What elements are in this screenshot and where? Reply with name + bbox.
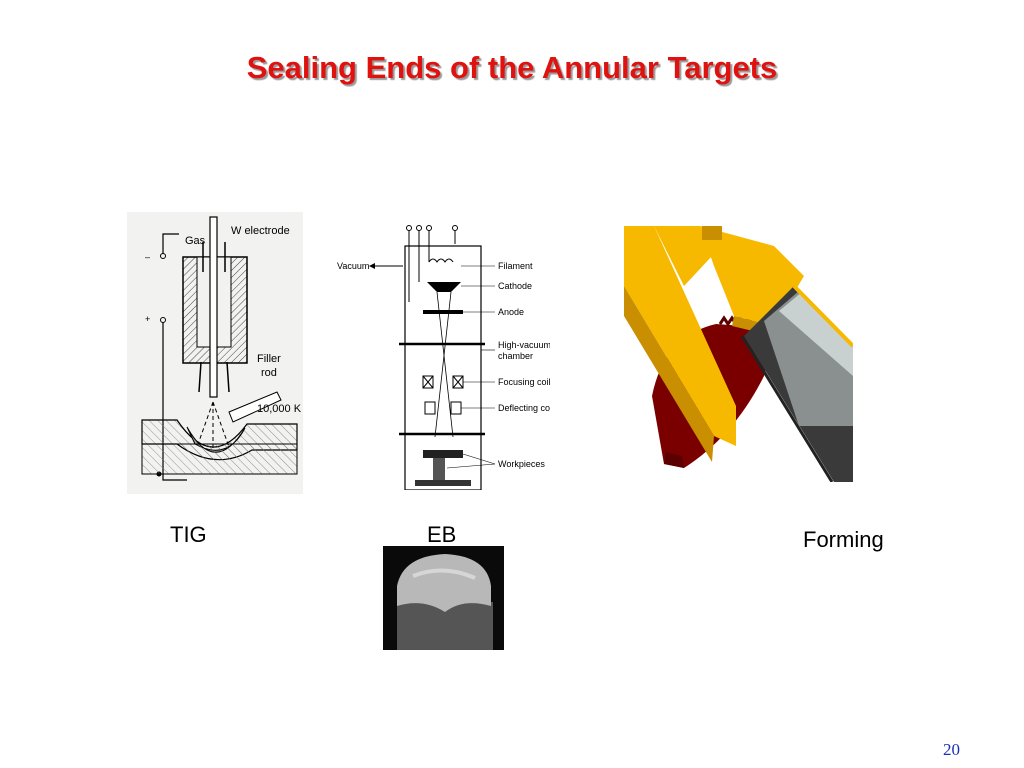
tig-caption: TIG	[170, 522, 207, 547]
slide-title: Sealing Ends of the Annular Targets	[246, 50, 778, 85]
minus-terminal-label: –	[145, 252, 150, 262]
tig-diagram: – + Gas W electrode Filler ro	[127, 212, 303, 494]
eb-diagram: Vacuum Filament Cathode Anode High-vacu	[335, 222, 554, 491]
rod-label: rod	[261, 367, 277, 379]
electrode-label: W electrode	[231, 225, 290, 237]
anode-label: Anode	[498, 307, 524, 317]
tig-diagram-svg: – + Gas W electrode Filler ro	[127, 212, 303, 494]
temperature-label: 10,000 K	[257, 403, 302, 415]
filament-label: Filament	[498, 261, 533, 271]
workpieces-label: Workpieces	[498, 459, 545, 469]
eb-weld-micrograph	[383, 546, 504, 650]
chamber-label-1: High-vacuum	[498, 340, 550, 350]
eb-diagram-svg: Vacuum Filament Cathode Anode High-vacu	[337, 225, 554, 491]
cathode-label: Cathode	[498, 281, 532, 291]
forming-caption: Forming	[803, 527, 884, 552]
focusing-coil-label: Focusing coil	[498, 377, 550, 387]
filler-label: Filler	[257, 353, 281, 365]
page-number: 20	[943, 740, 960, 759]
forming-illustration	[624, 226, 855, 483]
eb-caption: EB	[427, 522, 457, 547]
vacuum-label: Vacuum	[337, 261, 369, 271]
deflecting-coil-label: Deflecting coil	[498, 403, 550, 413]
chamber-label-2: chamber	[498, 351, 533, 361]
gas-label: Gas	[185, 235, 206, 247]
plus-terminal-label: +	[145, 314, 150, 324]
